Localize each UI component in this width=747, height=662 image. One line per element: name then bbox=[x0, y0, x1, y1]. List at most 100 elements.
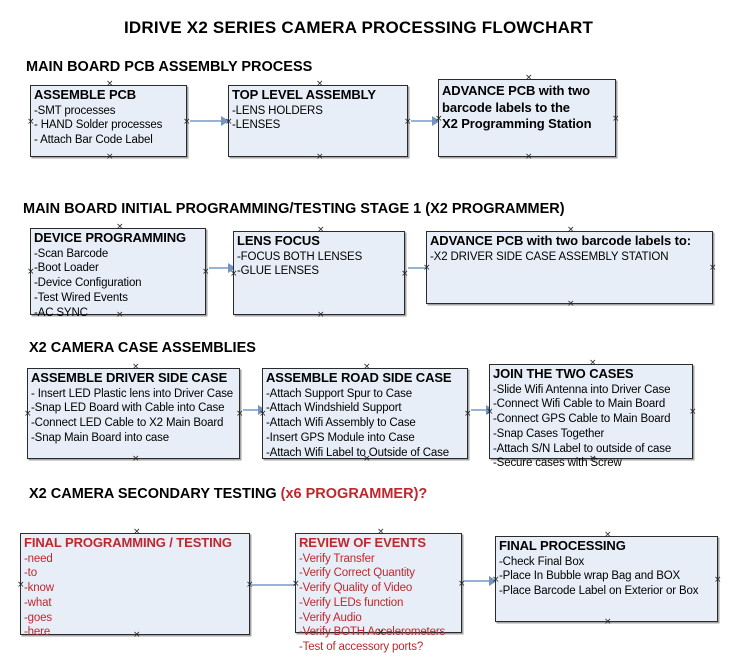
connector-handle-bottom[interactable] bbox=[106, 154, 113, 161]
node-item: -Attach Support Spur to Case bbox=[266, 387, 413, 400]
connector-handle-right[interactable] bbox=[709, 265, 716, 272]
node-item: -Boot Loader bbox=[34, 262, 99, 275]
connector-review-of-events-to-final-processing bbox=[464, 576, 497, 586]
node-item: X2 Programming Station bbox=[442, 116, 592, 132]
connector-handle-right[interactable] bbox=[612, 116, 619, 123]
node-advance-pcb-driver-side-case[interactable]: ADVANCE PCB with two barcode labels to: … bbox=[426, 231, 713, 304]
connector-handle-right[interactable] bbox=[689, 409, 696, 416]
node-item: -AC SYNC bbox=[34, 306, 88, 319]
node-final-processing[interactable]: FINAL PROCESSING -Check Final Box -Place… bbox=[495, 536, 718, 622]
node-item: -Scan Barcode bbox=[34, 247, 109, 260]
connector-final-programming-to-review-of-events bbox=[251, 584, 296, 586]
node-header: ADVANCE PCB with two bbox=[442, 83, 590, 98]
section-heading-accent: (x6 PROGRAMMER)? bbox=[280, 486, 428, 502]
node-item: -FOCUS BOTH LENSES bbox=[237, 250, 363, 263]
node-review-of-events[interactable]: REVIEW OF EVENTS -Verify Transfer -Verif… bbox=[295, 533, 462, 653]
node-item: -Attach S/N Label to outside of case bbox=[493, 442, 672, 455]
connector-handle-left[interactable] bbox=[27, 269, 34, 276]
node-item: -Attach Windshield Support bbox=[266, 402, 402, 415]
connector-handle-bottom[interactable] bbox=[567, 301, 574, 308]
section-heading-main-board-initial-programming: MAIN BOARD INITIAL PROGRAMMING/TESTING S… bbox=[23, 201, 565, 217]
node-item: -here bbox=[24, 626, 51, 639]
node-item: - HAND Solder processes bbox=[34, 119, 163, 132]
node-assemble-driver-side-case[interactable]: ASSEMBLE DRIVER SIDE CASE - Insert LED P… bbox=[27, 368, 240, 459]
node-item: -Verify Quality of Video bbox=[299, 582, 413, 595]
node-item: -what bbox=[24, 596, 52, 609]
node-item: -Check Final Box bbox=[499, 555, 585, 568]
connector-handle-bottom[interactable] bbox=[604, 619, 611, 626]
node-top-level-assembly[interactable]: TOP LEVEL ASSEMBLY -LENS HOLDERS -LENSES bbox=[228, 85, 408, 157]
node-item: -Slide Wifi Antenna into Driver Case bbox=[493, 383, 671, 396]
arrow-head-icon bbox=[228, 263, 236, 273]
section-heading-x2-camera-secondary-testing: X2 CAMERA SECONDARY TESTING (x6 PROGRAMM… bbox=[29, 486, 427, 502]
node-item: -GLUE LENSES bbox=[237, 265, 319, 278]
node-item: -Secure cases with Screw bbox=[493, 457, 622, 470]
node-header: FINAL PROCESSING bbox=[499, 538, 626, 553]
node-item: -Test Wired Events bbox=[34, 291, 128, 304]
node-header: ASSEMBLE ROAD SIDE CASE bbox=[266, 370, 452, 385]
arrow-head-icon bbox=[221, 116, 229, 126]
node-item: -Connect Wifi Cable to Main Board bbox=[493, 398, 666, 411]
section-heading-text: X2 CAMERA SECONDARY TESTING bbox=[29, 486, 281, 502]
node-item: - Insert LED Plastic lens into Driver Ca… bbox=[31, 387, 234, 400]
node-assemble-road-side-case[interactable]: ASSEMBLE ROAD SIDE CASE -Attach Support … bbox=[262, 368, 468, 459]
connector-handle-bottom[interactable] bbox=[316, 154, 323, 161]
node-item: -know bbox=[24, 582, 54, 595]
node-item: -Attach Wifi Assembly to Case bbox=[266, 417, 416, 430]
node-item: -LENS HOLDERS bbox=[232, 104, 323, 117]
node-join-the-two-cases[interactable]: JOIN THE TWO CASES -Slide Wifi Antenna i… bbox=[489, 364, 696, 469]
node-item: -Device Configuration bbox=[34, 277, 142, 290]
connector-handle-top[interactable] bbox=[525, 75, 532, 82]
node-item: -Snap LED Board with Cable into Case bbox=[31, 402, 225, 415]
connector-handle-right[interactable] bbox=[183, 119, 190, 126]
connector-handle-right[interactable] bbox=[714, 577, 721, 584]
node-item: - Attach Bar Code Label bbox=[34, 134, 153, 147]
node-lens-focus[interactable]: LENS FOCUS -FOCUS BOTH LENSES -GLUE LENS… bbox=[233, 231, 405, 315]
section-heading-x2-camera-case-assemblies: X2 CAMERA CASE ASSEMBLIES bbox=[29, 340, 256, 356]
connector-handle-right[interactable] bbox=[401, 271, 408, 278]
connector-handle-right[interactable] bbox=[236, 411, 243, 418]
node-item: -goes bbox=[24, 611, 53, 624]
node-header: DEVICE PROGRAMMING bbox=[34, 230, 187, 245]
node-device-programming[interactable]: DEVICE PROGRAMMING -Scan Barcode -Boot L… bbox=[27, 228, 209, 319]
connector-assemble-pcb-to-top-level-assembly bbox=[190, 116, 229, 126]
node-item: -Verify BOTH Accelerometers bbox=[299, 626, 446, 639]
node-header: LENS FOCUS bbox=[237, 233, 320, 248]
node-assemble-pcb[interactable]: ASSEMBLE PCB -SMT processes - HAND Solde… bbox=[30, 85, 187, 157]
node-header: JOIN THE TWO CASES bbox=[493, 366, 634, 381]
node-item: -Connect LED Cable to X2 Main Board bbox=[31, 417, 224, 430]
connector-handle-bottom[interactable] bbox=[132, 456, 139, 463]
node-item: -SMT processes bbox=[34, 104, 116, 117]
node-item: -Place In Bubble wrap Bag and BOX bbox=[499, 570, 681, 583]
connector-handle-right[interactable] bbox=[404, 119, 411, 126]
connector-top-level-assembly-to-advance-pcb bbox=[411, 116, 440, 126]
arrow-head-icon bbox=[489, 576, 497, 586]
arrow-head-icon bbox=[432, 116, 440, 126]
page-title: IDRIVE X2 SERIES CAMERA PROCESSING FLOWC… bbox=[124, 18, 594, 37]
connector-handle-left[interactable] bbox=[27, 119, 34, 126]
node-header: ASSEMBLE DRIVER SIDE CASE bbox=[31, 370, 228, 385]
node-item: -Insert GPS Module into Case bbox=[266, 431, 415, 444]
node-item: -Snap Main Board into case bbox=[31, 431, 170, 444]
node-advance-pcb-x2-programming-station[interactable]: ADVANCE PCB with two barcode labels to t… bbox=[438, 79, 616, 157]
connector-handle-left[interactable] bbox=[17, 582, 24, 589]
node-item: -Verify Audio bbox=[299, 611, 362, 624]
node-item: -Verify Transfer bbox=[299, 552, 375, 565]
connector-handle-right[interactable] bbox=[202, 269, 209, 276]
node-item: -Connect GPS Cable to Main Board bbox=[493, 413, 671, 426]
node-item: -to bbox=[24, 567, 37, 580]
node-item: -Verify Correct Quantity bbox=[299, 567, 415, 580]
connector-handle-right[interactable] bbox=[464, 411, 471, 418]
node-item: -Verify LEDs function bbox=[299, 596, 404, 609]
node-item: -X2 DRIVER SIDE CASE ASSEMBLY STATION bbox=[430, 250, 669, 263]
connector-handle-bottom[interactable] bbox=[317, 312, 324, 319]
node-header: FINAL PROGRAMMING / TESTING bbox=[24, 535, 232, 550]
section-heading-main-board-pcb-assembly: MAIN BOARD PCB ASSEMBLY PROCESS bbox=[26, 59, 313, 75]
node-header: ADVANCE PCB with two barcode labels to: bbox=[430, 233, 691, 248]
connector-handle-bottom[interactable] bbox=[525, 154, 532, 161]
node-header: TOP LEVEL ASSEMBLY bbox=[232, 87, 376, 102]
node-final-programming-testing[interactable]: FINAL PROGRAMMING / TESTING -need -to -k… bbox=[17, 533, 250, 638]
connector-handle-left[interactable] bbox=[24, 411, 31, 418]
node-header: REVIEW OF EVENTS bbox=[299, 535, 426, 550]
